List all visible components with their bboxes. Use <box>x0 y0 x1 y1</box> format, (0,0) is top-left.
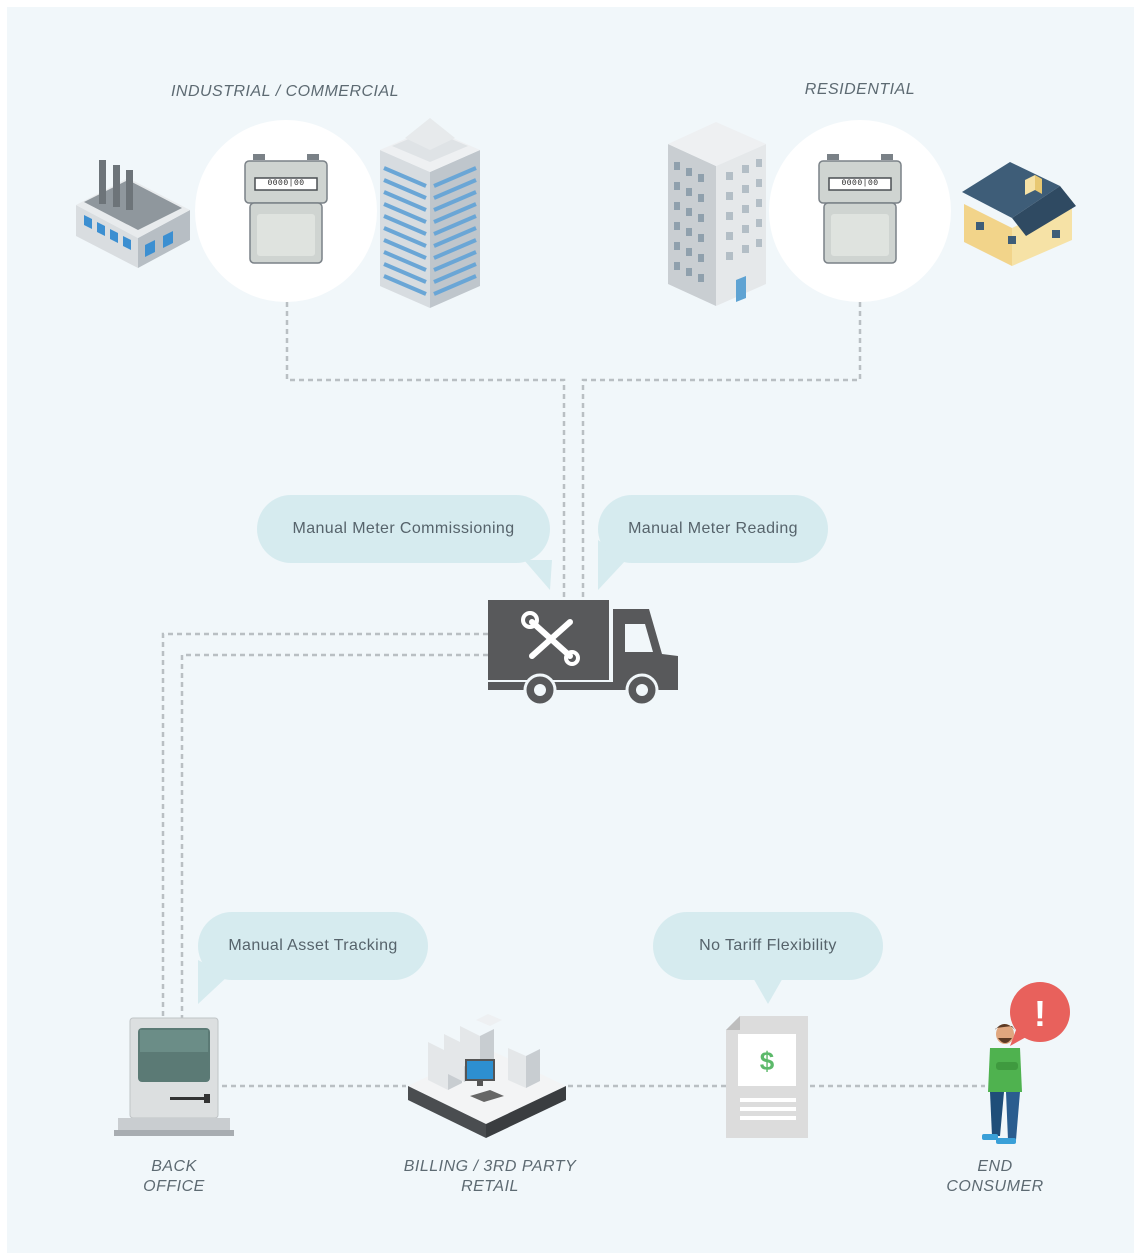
bubble-manual-meter-reading: Manual Meter Reading <box>598 495 828 563</box>
connector-truck-to-backoffice-a <box>161 632 488 1018</box>
connector-truck-to-backoffice-b <box>180 653 488 1018</box>
billing-servers-icon <box>408 1014 566 1138</box>
tools-icon <box>521 611 580 666</box>
bubble-manual-meter-commissioning: Manual Meter Commissioning <box>257 495 550 563</box>
end-consumer-label-line1: END <box>977 1158 1013 1175</box>
connector-industrial-meter-to-truck <box>285 293 566 600</box>
end-consumer-label: END CONSUMER <box>925 1157 1065 1197</box>
consumer-person-icon: ! <box>982 982 1070 1144</box>
back-office-label-line1: BACK <box>151 1158 197 1175</box>
billing-label-line1: BILLING / 3RD PARTY <box>403 1158 577 1175</box>
residential-label: RESIDENTIAL <box>804 81 916 98</box>
residential-meter-readout: 0000|00 <box>841 179 879 188</box>
service-truck-icon <box>488 600 678 707</box>
computer-icon <box>114 1017 234 1136</box>
billing-label: BILLING / 3RD PARTY RETAIL <box>380 1157 600 1197</box>
bubble-tariff-text: No Tariff Flexibility <box>699 937 837 954</box>
connector-lines <box>161 293 985 1088</box>
bubble-tail-tariff <box>752 976 784 1004</box>
bubble-no-tariff-flexibility: No Tariff Flexibility <box>653 912 883 980</box>
invoice-icon: $ <box>726 1016 808 1138</box>
apartment-building-icon <box>668 122 766 306</box>
industrial-commercial-label: INDUSTRIAL / COMMERCIAL <box>170 83 400 100</box>
bubble-manual-asset-tracking: Manual Asset Tracking <box>198 912 428 980</box>
office-tower-icon <box>380 118 480 308</box>
bubble-reading-text: Manual Meter Reading <box>628 520 798 537</box>
industrial-meter-readout: 0000|00 <box>267 179 305 188</box>
end-consumer-label-line2: CONSUMER <box>946 1178 1044 1195</box>
bubble-tail-asset <box>198 960 228 1004</box>
back-office-label: BACK OFFICE <box>104 1157 244 1197</box>
connector-residential-meter-to-truck <box>581 293 862 600</box>
bubble-tail-reading <box>598 540 626 590</box>
alert-exclamation: ! <box>1034 993 1046 1034</box>
house-icon <box>962 162 1076 266</box>
bubble-asset-text: Manual Asset Tracking <box>228 937 398 954</box>
back-office-label-line2: OFFICE <box>143 1178 205 1195</box>
billing-label-line2: RETAIL <box>461 1178 519 1195</box>
residential-meter-icon <box>818 154 902 264</box>
bubble-commissioning-text: Manual Meter Commissioning <box>292 520 515 537</box>
invoice-dollar-sign: $ <box>760 1046 775 1076</box>
industrial-meter-icon <box>244 154 328 264</box>
factory-icon <box>76 160 190 268</box>
bubble-tail-commissioning <box>524 560 552 590</box>
